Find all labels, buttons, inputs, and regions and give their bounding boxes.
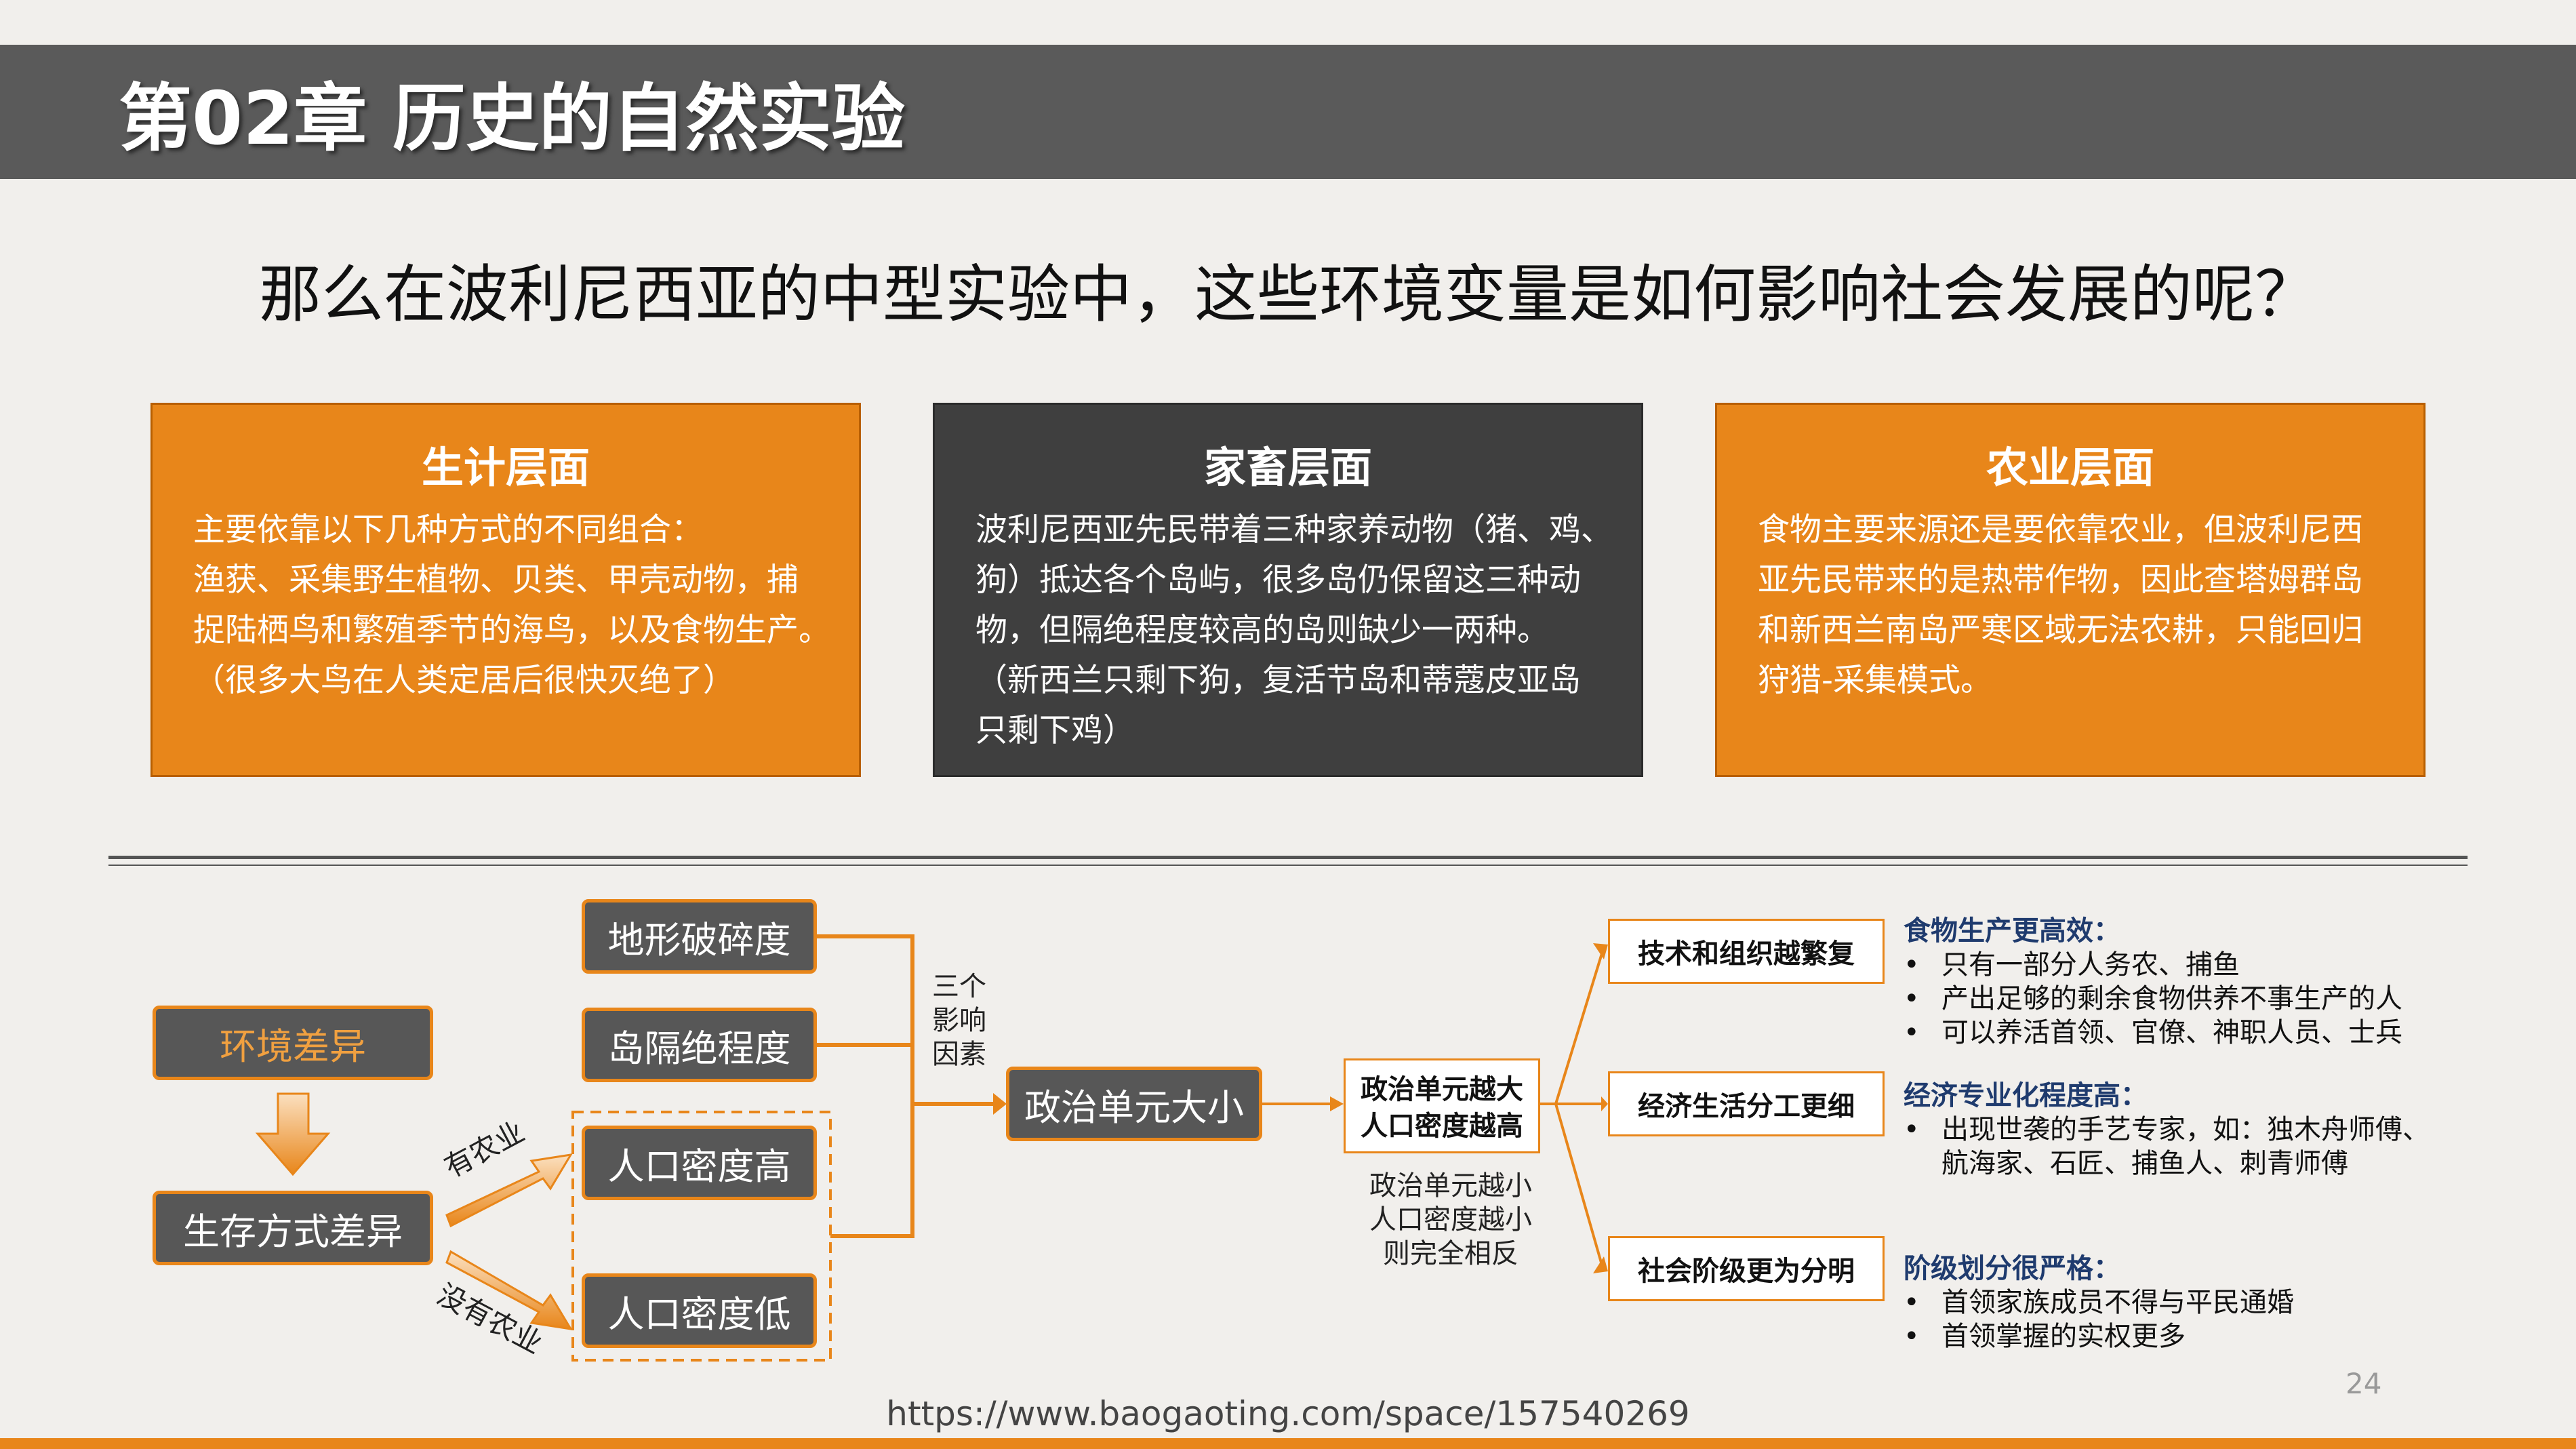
arrow-no-agri — [445, 1250, 573, 1330]
effect-title: 经济专业化程度高： — [1904, 1080, 2148, 1111]
effect-title: 食物生产更高效： — [1904, 915, 2120, 947]
footer-bar — [0, 1438, 2576, 1449]
smaller-unit-note: 政治单元越小 人口密度越小 则完全相反 — [1369, 1170, 1532, 1269]
card-title: 家畜层面 — [1203, 443, 1372, 492]
effect-class: 阶级划分很严格： 首领家族成员不得与平民通婚 首领掌握的实权更多 — [1904, 1246, 2459, 1353]
low-density-box: 人口密度低 — [582, 1273, 817, 1348]
card-body: 主要依靠以下几种方式的不同组合： 渔获、采集野生植物、贝类、甲壳动物，捕 捉陆栖… — [193, 511, 830, 699]
list-item: 首领家族成员不得与平民通婚 — [1904, 1286, 2459, 1319]
page-number: 24 — [2346, 1367, 2382, 1400]
card-livestock: 家畜层面 波利尼西亚先民带着三种家养动物（猪、鸡、 狗）抵达各个岛屿，很多岛仍保… — [933, 403, 1643, 777]
subsistence-difference-box: 生存方式差异 — [153, 1191, 433, 1265]
page-title: 第02章 历史的自然实验 — [119, 77, 905, 161]
list-item: 可以养活首领、官僚、神职人员、士兵 — [1904, 1016, 2459, 1050]
terrain-box: 地形破碎度 — [582, 899, 817, 974]
list-item: 只有一部分人务农、捕鱼 — [1904, 948, 2459, 982]
list-item: 出现世袭的手艺专家，如：独木舟师傅、 航海家、石匠、捕鱼人、刺青师傅 — [1904, 1113, 2459, 1180]
divider-line — [108, 856, 2468, 859]
political-unit-box: 政治单元大小 — [1006, 1067, 1262, 1141]
effect-list: 出现世袭的手艺专家，如：独木舟师傅、 航海家、石匠、捕鱼人、刺青师傅 — [1904, 1113, 2459, 1180]
outcome-class: 社会阶级更为分明 — [1608, 1236, 1885, 1301]
env-difference-box: 环境差异 — [153, 1006, 433, 1080]
effect-economy: 经济专业化程度高： 出现世袭的手艺专家，如：独木舟师傅、 航海家、石匠、捕鱼人、… — [1904, 1073, 2459, 1180]
high-density-box: 人口密度高 — [582, 1126, 817, 1200]
list-item: 产出足够的剩余食物供养不事生产的人 — [1904, 982, 2459, 1016]
effect-list: 只有一部分人务农、捕鱼 产出足够的剩余食物供养不事生产的人 可以养活首领、官僚、… — [1904, 948, 2459, 1050]
effect-list: 首领家族成员不得与平民通婚 首领掌握的实权更多 — [1904, 1286, 2459, 1353]
bigger-unit-box: 政治单元越大 人口密度越高 — [1344, 1058, 1540, 1153]
card-title: 农业层面 — [1986, 443, 2154, 492]
card-body: 波利尼西亚先民带着三种家养动物（猪、鸡、 狗）抵达各个岛屿，很多岛仍保留这三种动… — [975, 511, 1613, 749]
main-question: 那么在波利尼西亚的中型实验中，这些环境变量是如何影响社会发展的呢？ — [258, 258, 2317, 331]
card-agriculture: 农业层面 食物主要来源还是要依靠农业，但波利尼西 亚先民带来的是热带作物，因此查… — [1715, 403, 2426, 777]
divider-line — [108, 865, 2468, 866]
card-title: 生计层面 — [421, 443, 590, 492]
three-factors-label: 三个 影响 因素 — [932, 971, 986, 1070]
density-dashed-group — [571, 1111, 832, 1362]
header-bar — [0, 45, 2576, 179]
isolation-box: 岛隔绝程度 — [582, 1008, 817, 1082]
effect-food: 食物生产更高效： 只有一部分人务农、捕鱼 产出足够的剩余食物供养不事生产的人 可… — [1904, 909, 2459, 1050]
source-url[interactable]: https://www.baogaoting.com/space/1575402… — [886, 1394, 1690, 1433]
down-arrow — [255, 1092, 331, 1176]
outcome-tech: 技术和组织越繁复 — [1608, 919, 1885, 984]
card-body: 食物主要来源还是要依靠农业，但波利尼西 亚先民带来的是热带作物，因此查塔姆群岛 … — [1758, 511, 2363, 699]
effect-title: 阶级划分很严格： — [1904, 1253, 2120, 1284]
list-item: 首领掌握的实权更多 — [1904, 1319, 2459, 1353]
outcome-economy: 经济生活分工更细 — [1608, 1071, 1885, 1136]
arrow-has-agri — [445, 1153, 573, 1228]
card-subsistence: 生计层面 主要依靠以下几种方式的不同组合： 渔获、采集野生植物、贝类、甲壳动物，… — [150, 403, 861, 777]
